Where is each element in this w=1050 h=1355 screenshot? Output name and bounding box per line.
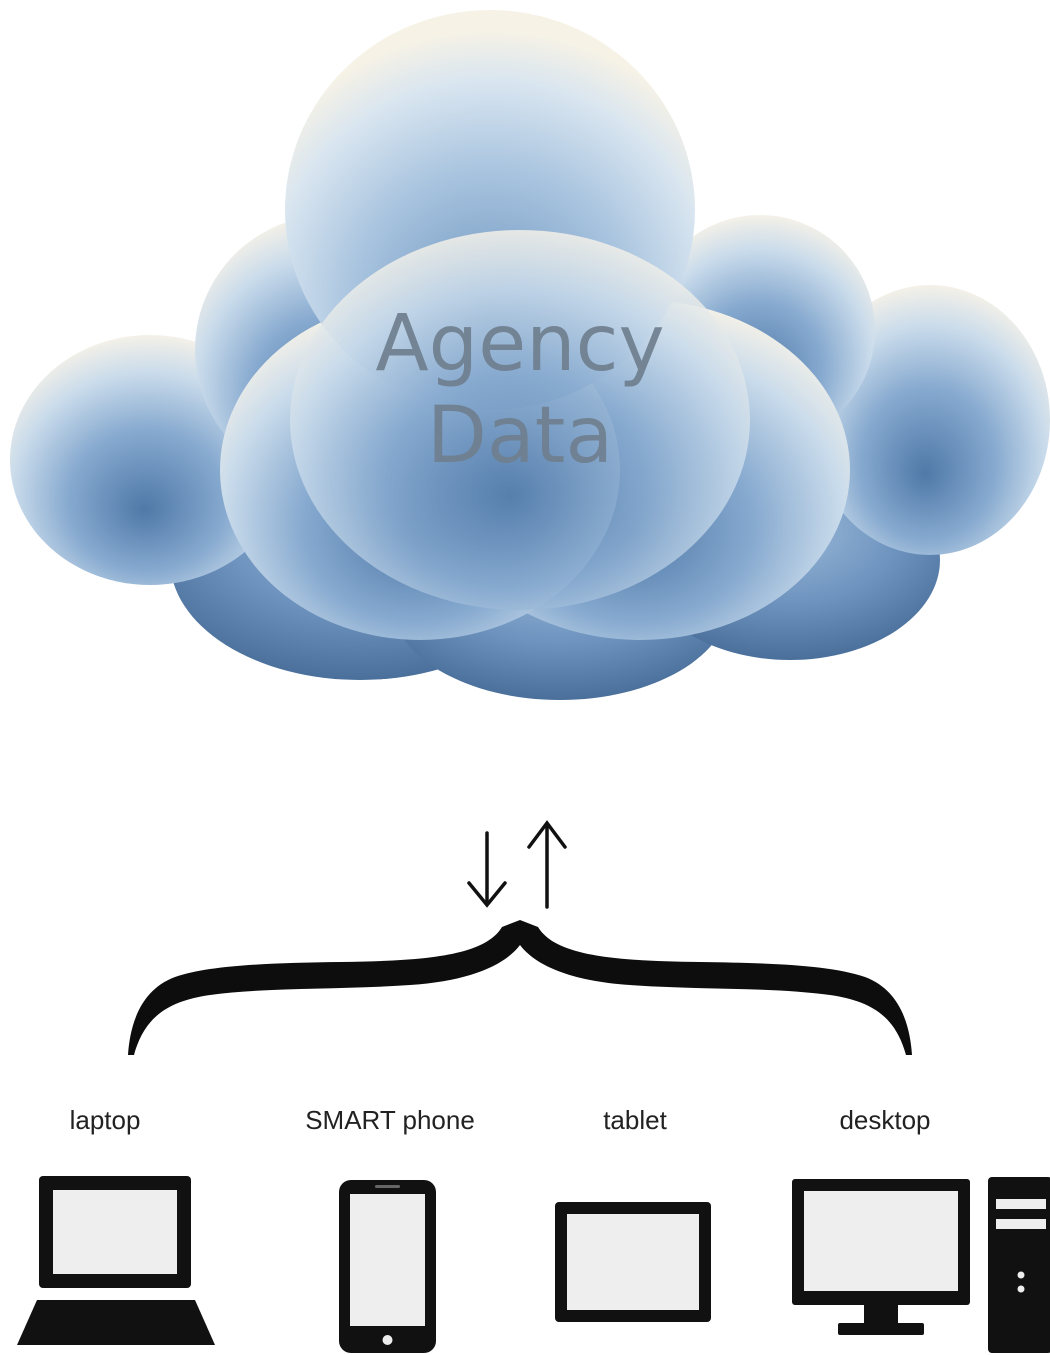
device-label-smartphone: SMART phone [305,1105,475,1135]
laptop-icon [17,1176,215,1345]
smartphone-icon [339,1180,436,1353]
desktop-icon [792,1177,1050,1353]
device-label-laptop: laptop [69,1105,141,1135]
device-label-desktop: desktop [839,1105,931,1135]
sync-arrows-icon [467,820,567,909]
cloud-title-line2: Data [426,391,614,481]
cloud-shape [10,10,1050,700]
cloud-title: Agency Data [320,298,720,482]
cloud-title-line1: Agency [375,299,665,389]
tablet-icon [555,1202,711,1322]
curly-brace-icon [128,920,912,1055]
device-label-tablet: tablet [603,1105,667,1135]
